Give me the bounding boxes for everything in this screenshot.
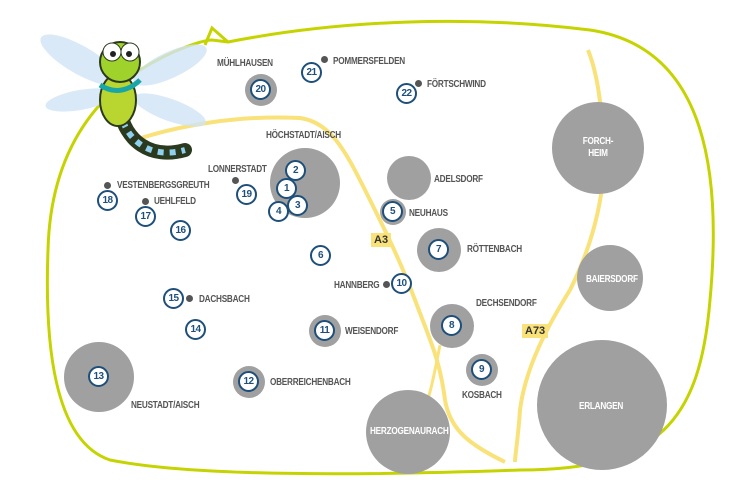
label-oberreichenbach: OBERREICHENBACH [270,377,351,388]
location-marker-6[interactable]: 6 [310,245,331,266]
village-dot [142,198,149,205]
label-muehlhausen: MÜHLHAUSEN [217,58,273,69]
location-marker-11[interactable]: 11 [314,320,335,341]
location-marker-4[interactable]: 4 [268,201,289,222]
label-forchheim: FORCH- HEIM [582,136,614,159]
city-circle-erlangen [537,340,667,470]
road-a3 [134,115,506,464]
wing [134,93,206,127]
location-marker-14[interactable]: 14 [185,319,206,340]
location-marker-2[interactable]: 2 [285,160,306,181]
location-marker-1[interactable]: 1 [276,178,297,199]
highway-label-a73: A73 [522,324,549,338]
label-neuhaus: NEUHAUS [409,208,448,219]
village-dot [232,177,239,184]
label-vestenbergsgreuth: VESTENBERGSGREUTH [117,180,210,191]
location-marker-7[interactable]: 7 [428,239,449,260]
city-circle-forchheim [552,102,644,194]
city-circle-baiersdorf [577,245,643,311]
location-marker-3[interactable]: 3 [287,195,308,216]
location-marker-20[interactable]: 20 [250,79,271,100]
village-dot [383,281,390,288]
location-marker-8[interactable]: 8 [441,315,462,336]
location-marker-9[interactable]: 9 [471,359,492,380]
label-hoechstadt: HÖCHSTADT/AISCH [266,130,341,141]
map-outline [45,19,715,476]
highway-label-a3: A3 [371,233,392,247]
label-uehlfeld: UEHLFELD [154,196,196,207]
label-adelsdorf: ADELSDORF [434,174,483,185]
wing [40,34,120,86]
location-marker-10[interactable]: 10 [391,273,412,294]
village-dot [415,80,422,87]
label-herzogenaurach: HERZOGENAURACH [370,426,449,437]
location-marker-5[interactable]: 5 [382,201,403,222]
label-weisendorf: WEISENDORF [345,326,399,337]
location-marker-22[interactable]: 22 [396,83,417,104]
label-neustadt: NEUSTADT/AISCH [131,400,200,411]
village-dot [321,56,328,63]
location-marker-15[interactable]: 15 [163,288,184,309]
label-dechsendorf: DECHSENDORF [476,298,537,309]
label-pommersfelden: POMMERSFELDEN [333,56,405,67]
location-marker-12[interactable]: 12 [238,371,259,392]
dragonfly-mascot [40,34,207,160]
label-hannberg: HANNBERG [334,280,380,291]
location-marker-17[interactable]: 17 [135,206,156,227]
city-circle-adelsdorf [387,156,431,200]
label-kosbach: KOSBACH [462,390,502,401]
label-lonnerstadt: LONNERSTADT [208,164,267,175]
location-marker-13[interactable]: 13 [88,366,109,387]
village-dot [186,295,193,302]
city-circle-herzogenaurach [366,390,450,474]
location-marker-18[interactable]: 18 [97,190,118,211]
label-baiersdorf: BAIERSDORF [586,274,638,285]
village-dot [104,182,111,189]
location-marker-21[interactable]: 21 [301,62,322,83]
wing [133,44,207,86]
label-roettenbach: RÖTTENBACH [467,244,522,255]
wing [45,88,115,112]
label-dachsbach: DACHSBACH [199,294,250,305]
location-marker-16[interactable]: 16 [170,220,191,241]
location-marker-19[interactable]: 19 [236,184,257,205]
label-erlangen: ERLANGEN [579,401,624,412]
label-foertschwind: FÖRTSCHWIND [427,79,486,90]
